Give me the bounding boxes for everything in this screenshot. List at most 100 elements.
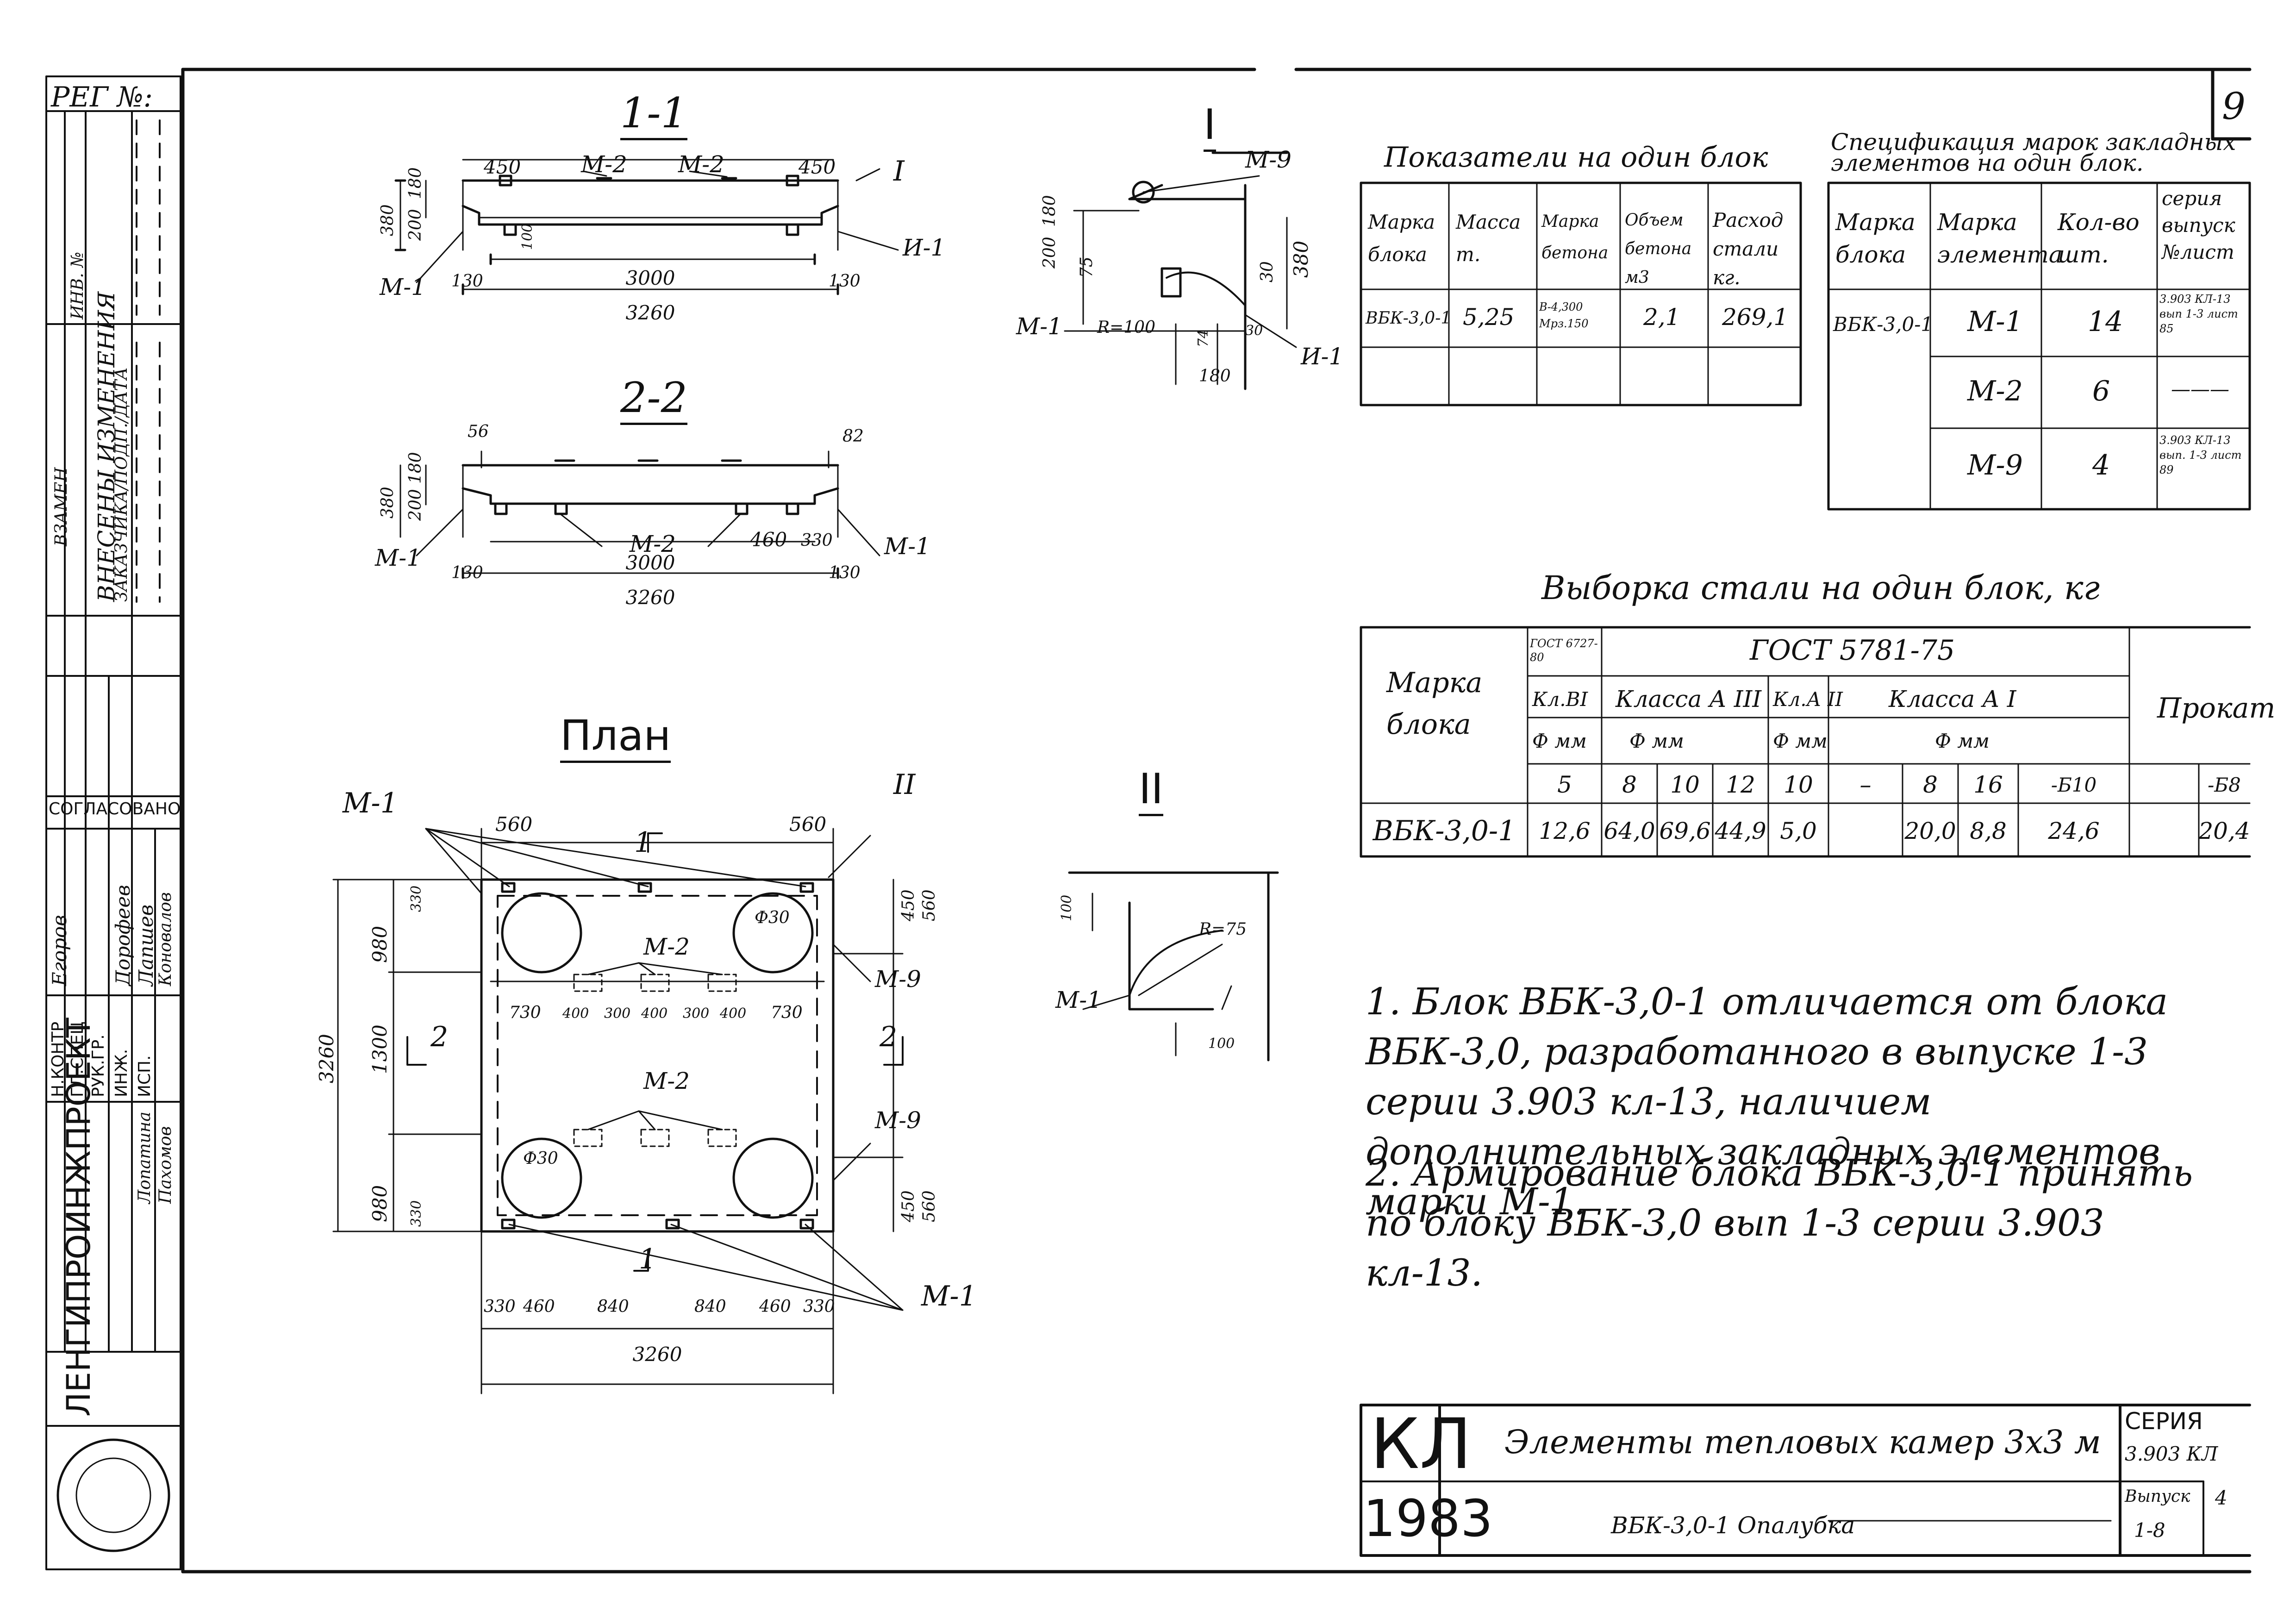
indicators-header-massa: Масса т. bbox=[1456, 211, 1521, 266]
spec-cell-m1-qty: 14 bbox=[2088, 306, 2123, 338]
note-1: 1. Блок ВБК-3,0-1 отличается от блока ВБ… bbox=[1366, 980, 2168, 1223]
title-block-title: Элементы тепловых камер 3х3 м bbox=[1504, 1423, 2101, 1461]
steel-prokat-b10: -Б10 bbox=[2051, 774, 2097, 796]
dim-plan-bottom-840-left: 840 bbox=[597, 1297, 629, 1316]
steel-row-a1-16: 8,8 bbox=[1970, 818, 2007, 844]
mark-2-2-m1-left: М-1 bbox=[375, 544, 421, 571]
dim-plan-730-right: 730 bbox=[771, 1003, 803, 1022]
steel-diam-16: 16 bbox=[1973, 771, 2003, 798]
mark-plan-m1-top: М-1 bbox=[343, 787, 398, 819]
indicators-cell-volume: 2,1 bbox=[1643, 304, 1680, 331]
mark-plan-m9-top: М-9 bbox=[875, 966, 921, 993]
dim-2-2-460: 460 bbox=[750, 528, 787, 551]
stamp-role-5: ИСП. bbox=[135, 1055, 154, 1097]
indicators-cell-beton: В-4,300 Мрз.150 bbox=[1539, 300, 1589, 330]
dim-detail-1-30a: 30 bbox=[1258, 261, 1277, 282]
mark-detail-1-i1: И-1 bbox=[1301, 343, 1344, 370]
spec-cell-m9-qty: 4 bbox=[2092, 449, 2110, 481]
indicators-header-steel: Расход стали кг. bbox=[1713, 209, 1784, 289]
spec-cell-m2-series: ——— bbox=[2171, 378, 2229, 400]
dim-2-2-56: 56 bbox=[468, 422, 489, 441]
steel-diam-12: 12 bbox=[1726, 771, 1755, 798]
spec-header-qty: Кол-во шт. bbox=[2058, 209, 2140, 268]
title-block-issue-value: 1-8 bbox=[2134, 1519, 2165, 1542]
steel-diam-8-a1: 8 bbox=[1923, 771, 1938, 798]
dim-plan-400-3: 400 bbox=[720, 1006, 747, 1022]
plan-drawing bbox=[332, 828, 904, 1394]
dim-detail-1-380: 380 bbox=[1290, 240, 1312, 278]
indicators-table-title: Показатели на один блок bbox=[1384, 141, 1768, 174]
dim-1-1-200: 200 bbox=[406, 209, 425, 241]
mark-plan-m1-bottom: М-1 bbox=[921, 1280, 977, 1312]
section-1-1-drawing bbox=[394, 159, 899, 295]
dim-plan-980-top: 980 bbox=[368, 925, 391, 963]
mark-1-1-i1: И-1 bbox=[903, 234, 946, 261]
steel-table-grid bbox=[1360, 626, 2251, 858]
dim-plan-730-left: 730 bbox=[509, 1003, 541, 1022]
dim-detail-2-100-bottom: 100 bbox=[1208, 1036, 1235, 1052]
dim-detail-2-radius: R=75 bbox=[1199, 920, 1247, 939]
steel-row-a2-10: 5,0 bbox=[1780, 818, 1817, 844]
spec-header-marka-block: Марка блока bbox=[1835, 209, 1915, 268]
spec-cell-m1: М-1 bbox=[1967, 306, 2023, 338]
dim-detail-1-74: 74 bbox=[1195, 329, 1211, 347]
dim-plan-3260-horizontal: 3260 bbox=[632, 1343, 682, 1366]
indicators-header-beton: Марка бетона bbox=[1541, 212, 1609, 262]
detail-1-drawing bbox=[1064, 151, 1297, 390]
dim-2-2-330: 330 bbox=[801, 531, 833, 550]
dim-plan-bottom-330-left: 330 bbox=[484, 1297, 516, 1316]
spec-table-grid bbox=[1827, 181, 2251, 511]
dim-detail-2-100-top: 100 bbox=[1059, 894, 1075, 921]
dim-2-2-130-left: 130 bbox=[451, 563, 483, 582]
title-block-sheet: 4 bbox=[2215, 1487, 2227, 1509]
detail-1-title: I bbox=[1204, 104, 1216, 152]
dim-plan-560-bottom-right: 560 bbox=[920, 1190, 939, 1222]
steel-row-prokat-b10: 24,6 bbox=[2048, 818, 2100, 844]
dim-detail-1-180: 180 bbox=[1040, 195, 1059, 227]
dim-plan-330-top: 330 bbox=[408, 885, 424, 912]
steel-header-marka: Марка блока bbox=[1386, 667, 1483, 741]
dim-plan-400-1: 400 bbox=[562, 1006, 589, 1022]
dim-plan-560-top-right: 560 bbox=[920, 889, 939, 921]
dim-1-1-100: 100 bbox=[519, 223, 536, 250]
dim-2-2-3260: 3260 bbox=[625, 586, 675, 609]
spec-cell-m9: М-9 bbox=[1967, 449, 2023, 481]
detail-2-title: II bbox=[1139, 768, 1164, 816]
dim-1-1-130-left: 130 bbox=[451, 272, 483, 291]
dim-plan-450-bottom: 450 bbox=[899, 1190, 918, 1222]
mark-2-2-m2: М-2 bbox=[630, 531, 676, 557]
mark-detail-1-m1: М-1 bbox=[1016, 313, 1062, 340]
steel-unit-a3: Ф мм bbox=[1629, 730, 1684, 752]
dim-plan-560-left: 560 bbox=[495, 813, 533, 836]
sheet-frame bbox=[181, 68, 2252, 1574]
steel-diam-dash: – bbox=[1859, 771, 1872, 798]
dim-plan-560-right: 560 bbox=[789, 813, 827, 836]
spec-header-marka-element: Марка элемента bbox=[1937, 209, 2063, 268]
title-block-year: 1983 bbox=[1363, 1489, 1493, 1548]
section-2-2-title: 2-2 bbox=[620, 377, 687, 425]
dim-plan-450-top: 450 bbox=[899, 889, 918, 921]
note-2: 2. Армирование блока ВБК-3,0-1 принять п… bbox=[1366, 1151, 2193, 1294]
left-stamp-frame bbox=[45, 75, 181, 1570]
dim-1-1-3000: 3000 bbox=[625, 267, 675, 289]
indicators-table-grid bbox=[1360, 181, 1802, 406]
stamp-institute: ЛЕНГИПРОИНЖПРОЕКТ bbox=[60, 1018, 98, 1417]
title-block-series-label: СЕРИЯ bbox=[2125, 1408, 2203, 1435]
mark-detail-2-m1: М-1 bbox=[1055, 987, 1102, 1013]
reg-label: РЕГ №: bbox=[51, 81, 153, 113]
steel-unit-a2: Ф мм bbox=[1773, 730, 1828, 752]
mark-plan-m9-bottom: М-9 bbox=[875, 1107, 921, 1134]
spec-table-title: Спецификация марок закладных элементов н… bbox=[1831, 129, 2236, 176]
detail-2-drawing bbox=[1068, 871, 1279, 1062]
dim-2-2-180: 180 bbox=[406, 452, 425, 484]
steel-class-a2: Кл.А II bbox=[1773, 688, 1843, 711]
mark-plan-cut-1-bottom: 1 bbox=[639, 1243, 657, 1275]
steel-diam-8: 8 bbox=[1622, 771, 1637, 798]
dim-detail-1-75: 75 bbox=[1077, 256, 1096, 278]
indicators-header-marka: Марка блока bbox=[1368, 211, 1435, 266]
stamp-name-2: Дорофеев bbox=[112, 885, 134, 986]
dim-1-1-450-right: 450 bbox=[799, 156, 836, 178]
stamp-inv-label: ИНВ. № bbox=[68, 251, 87, 319]
dim-1-1-130-right: 130 bbox=[829, 272, 861, 291]
